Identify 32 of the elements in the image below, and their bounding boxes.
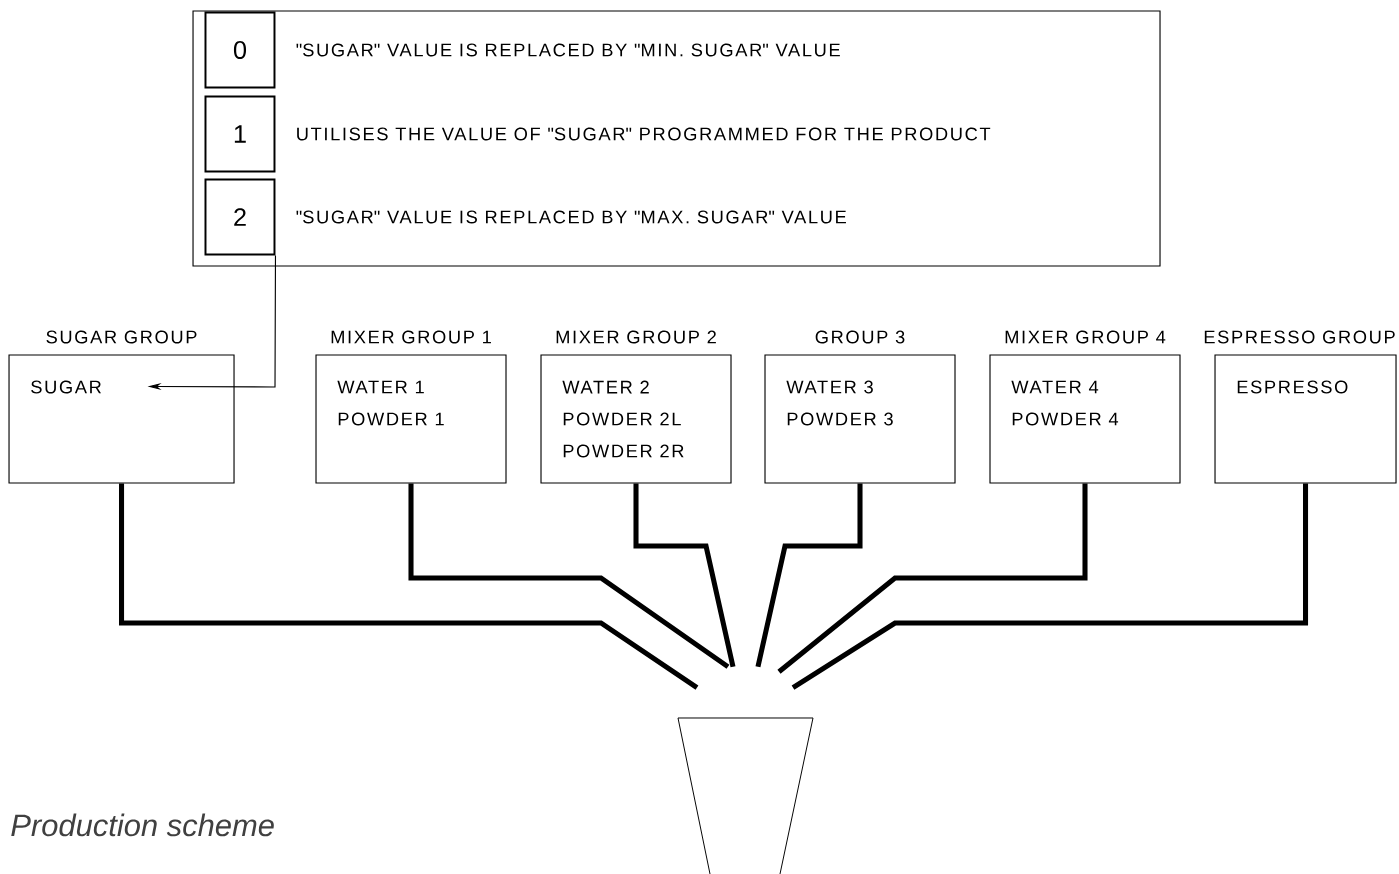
group-heading: ESPRESSO GROUP [1204,330,1395,344]
pipe-line [791,483,1309,690]
legend-text: UTILISES THE VALUE OF "SUGAR" PROGRAMMED FOR THE PRODUCT [297,127,991,141]
ingredient-label: WATER 1 [337,380,424,394]
legend-text: "SUGAR" VALUE IS REPLACED BY "MIN. SUGAR" VALUE [296,43,840,57]
ingredient-label: POWDER 4 [1012,412,1119,426]
ingredient-label: WATER 4 [1011,380,1099,394]
ingredient-label: WATER 2 [562,380,649,394]
legend-box [192,10,1161,267]
group-heading: SUGAR GROUP [46,330,197,344]
legend-text: "SUGAR" VALUE IS REPLACED BY "MAX. SUGAR" VALUE [296,210,846,224]
number-box: 0 [204,11,276,89]
ingredient-label: POWDER 3 [787,412,893,426]
ingredient-label: ESPRESSO [1237,380,1348,394]
ingredient-label: POWDER 2R [563,444,684,458]
pipe-line [119,483,699,690]
pipe-line [755,483,863,668]
group-heading: MIXER GROUP 2 [556,330,716,344]
ingredient-label: WATER 3 [786,380,873,394]
cup-drawing [677,717,814,874]
pipe-line [777,483,1088,674]
ingredient-label: SUGAR [31,380,101,394]
ingredient-label: POWDER 1 [338,412,444,426]
group-heading: MIXER GROUP 1 [331,330,491,344]
caption: Production scheme [11,813,274,837]
ingredient-label: POWDER 2L [563,412,681,426]
number-box: 1 [204,95,276,173]
group-heading: GROUP 3 [815,330,905,344]
group-heading: MIXER GROUP 4 [1005,330,1166,344]
pipe-line [633,483,736,668]
number-box: 2 [204,178,276,256]
pipe-line [408,483,730,669]
